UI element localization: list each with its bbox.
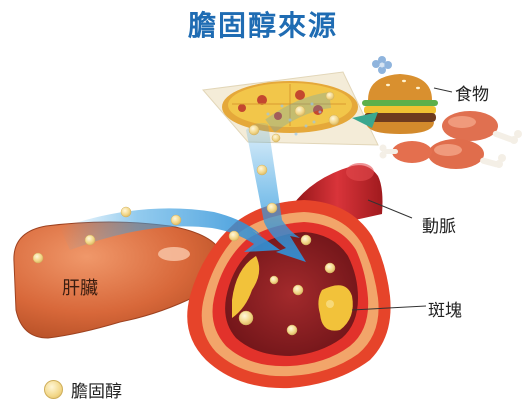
- cholesterol-particle-icon: [324, 262, 336, 274]
- food-label: 食物: [455, 85, 489, 105]
- flow-arrow-liver-to-artery: [60, 208, 280, 252]
- diagram-title: 膽固醇來源: [187, 9, 338, 42]
- cholesterol-particle-icon: [300, 234, 312, 246]
- cholesterol-particle-icon: [228, 230, 240, 242]
- cholesterol-particles: [32, 91, 340, 336]
- cholesterol-particle-icon: [44, 380, 63, 399]
- hamburger-icon: [362, 74, 438, 134]
- food-illustration: [202, 56, 522, 169]
- pizza-icon: [222, 81, 358, 133]
- drumstick-icon: [428, 139, 506, 169]
- cholesterol-particle-icon: [84, 234, 96, 246]
- liver-illustration: [13, 221, 223, 339]
- cholesterol-particle-icon: [120, 206, 132, 218]
- cholesterol-particle-icon: [294, 105, 306, 117]
- cholesterol-particle-icon: [238, 310, 254, 326]
- artery-label: 動脈: [422, 217, 456, 237]
- legend-label: 膽固醇: [71, 382, 122, 402]
- cholesterol-particle-icon: [256, 164, 268, 176]
- cholesterol-particle-icon: [292, 284, 304, 296]
- artery-illustration: [187, 87, 453, 389]
- liver-label: 肝臟: [62, 278, 98, 299]
- plaque-deposit: [232, 256, 353, 331]
- cholesterol-particle-icon: [32, 252, 44, 264]
- plaque-label: 斑塊: [428, 301, 462, 321]
- drumstick-icon: [379, 141, 432, 163]
- drumstick-icon: [442, 111, 522, 144]
- cholesterol-particle-icon: [269, 275, 279, 285]
- cholesterol-particle-icon: [325, 91, 335, 101]
- cholesterol-particle-icon: [170, 214, 182, 226]
- cholesterol-particle-icon: [328, 114, 340, 126]
- cholesterol-particle-icon: [248, 124, 260, 136]
- legend: 膽固醇: [44, 377, 122, 402]
- flow-sprinkles: [266, 102, 322, 136]
- flower-icon: [372, 56, 392, 74]
- cholesterol-particle-icon: [266, 202, 278, 214]
- cholesterol-particle-icon: [271, 133, 281, 143]
- cholesterol-particle-icon: [286, 324, 298, 336]
